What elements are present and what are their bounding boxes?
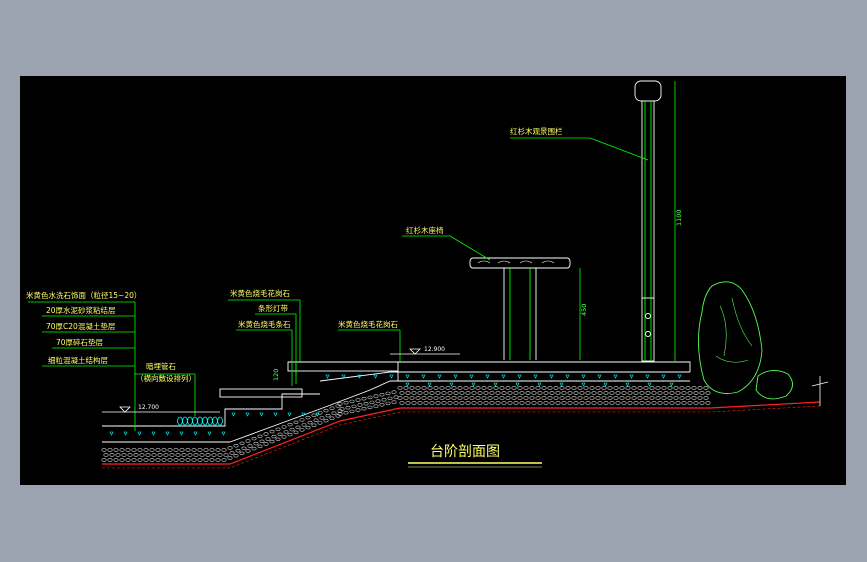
layer-label-structure: 细粒混凝土结构层 <box>48 355 108 365</box>
note-light-strip: 条形灯带 <box>258 303 288 313</box>
bench <box>469 257 571 360</box>
boulder <box>697 281 793 400</box>
rail-label: 红杉木观景围栏 <box>510 126 563 136</box>
elevation-lower: 12.700 <box>138 404 159 411</box>
slab-outlines <box>102 361 691 443</box>
dim-seat-height: 450 <box>580 304 588 316</box>
layer-label-finish: 米黄色水洗石饰面（粒径15~20） <box>26 290 141 300</box>
seat-label: 红杉木座椅 <box>406 225 444 235</box>
drain-pipe <box>177 416 223 426</box>
rail-post <box>634 80 662 362</box>
section-drawing: 米黄色水洗石饰面（粒径15~20） 20厚水泥砂浆粘结层 70厚C20混凝土垫层… <box>26 80 829 469</box>
elevation-markers <box>102 348 829 413</box>
dim-step-rise: 120 <box>272 369 280 381</box>
elevation-upper: 12.900 <box>424 346 445 353</box>
drain-note: （横向敷设排列） <box>136 373 196 383</box>
note-stone-top: 米黄色烧毛花岗石 <box>230 288 290 298</box>
layer-label-mortar: 20厚水泥砂浆粘结层 <box>46 305 116 315</box>
drain-label: 暗埋管石 <box>146 361 176 371</box>
earth-line <box>102 401 821 469</box>
layer-label-concrete: 70厚C20混凝土垫层 <box>46 321 116 331</box>
concrete-hatch <box>109 374 682 436</box>
drawing-title: 台阶剖面图 <box>430 444 500 460</box>
note-stone-face: 米黄色烧毛条石 <box>238 319 291 329</box>
title-underline <box>408 462 542 468</box>
note-paving: 米黄色烧毛花岗石 <box>338 319 398 329</box>
dim-rail-height: 1100 <box>675 209 683 226</box>
layer-label-gravel: 70厚碎石垫层 <box>56 337 104 347</box>
leader-lines <box>28 81 676 431</box>
cad-drawing-area: 米黄色水洗石饰面（粒径15~20） 20厚水泥砂浆粘结层 70厚C20混凝土垫层… <box>20 76 846 485</box>
gravel-layer <box>101 386 711 462</box>
